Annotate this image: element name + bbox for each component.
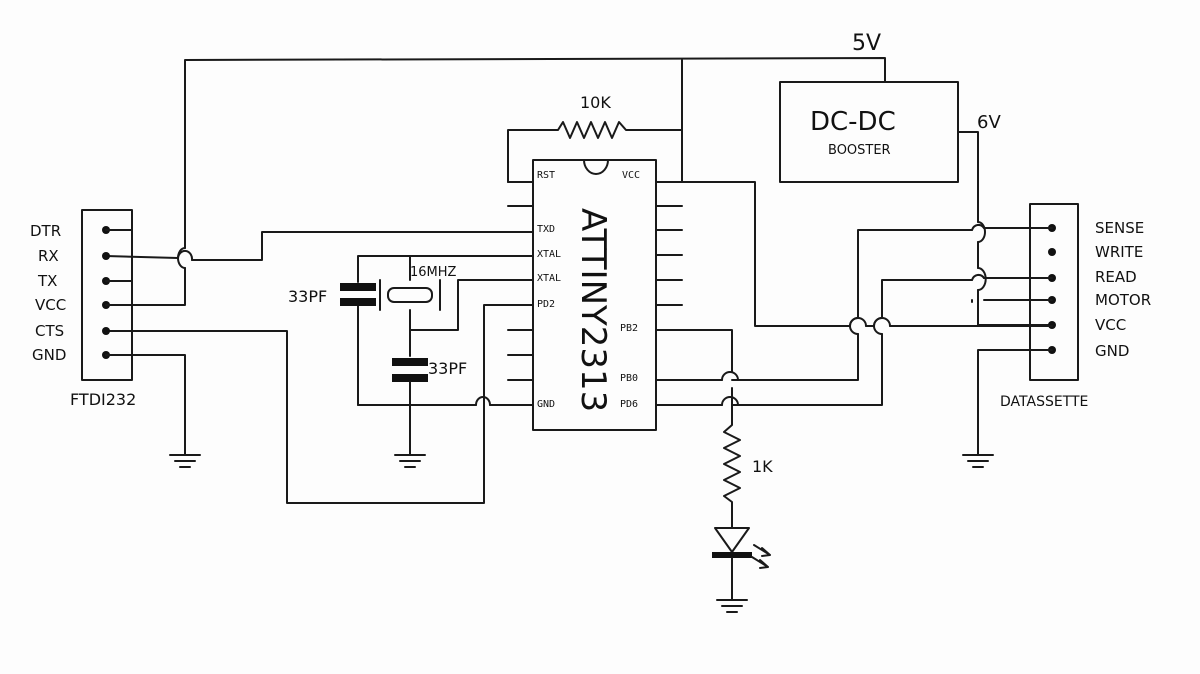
chip-pin-stubs — [507, 205, 683, 381]
wire-datassette-gnd — [977, 349, 1053, 456]
datassette-pin-dot — [1048, 248, 1056, 256]
pin-vcc: VCC — [622, 170, 640, 181]
pin-xtal1: XTAL — [537, 249, 561, 260]
datassette-pin-label: MOTOR — [1095, 291, 1151, 309]
ground-icon — [169, 454, 201, 468]
wire-xtal — [357, 255, 534, 406]
pin-gnd: GND — [537, 399, 555, 410]
datassette-pin-label: VCC — [1095, 316, 1126, 334]
datassette-pin-label: SENSE — [1095, 219, 1144, 237]
wire-write — [681, 181, 1053, 327]
crystal-16mhz — [387, 287, 433, 303]
booster-title: DC-DC — [810, 107, 896, 137]
label-cap2: 33PF — [428, 359, 467, 378]
led-body — [714, 527, 750, 553]
label-5v: 5V — [852, 31, 881, 56]
ftdi-pin-dot — [102, 327, 110, 335]
cap2-plate-top — [392, 358, 428, 366]
wire-hop — [977, 221, 987, 291]
booster-subtitle: BOOSTER — [828, 143, 891, 158]
ground-icon — [394, 454, 426, 468]
led-bar — [712, 552, 752, 558]
datassette-pin-label: READ — [1095, 268, 1137, 286]
pin-pb2: PB2 — [620, 323, 638, 334]
wire-pb2 — [655, 329, 733, 373]
label-r-10k: 10K — [580, 93, 611, 112]
cap2-plate-bottom — [392, 374, 428, 382]
wire-hop — [177, 249, 194, 261]
pin-txd: TXD — [537, 224, 555, 235]
chip-notch — [583, 159, 609, 175]
wire-rx-txd — [105, 231, 534, 261]
label-r-1k: 1K — [752, 457, 773, 476]
ftdi-pin-label: VCC — [35, 296, 66, 314]
ftdi-header — [81, 209, 133, 381]
ground-icon — [962, 454, 994, 468]
pin-pd6: PD6 — [620, 399, 638, 410]
attiny2313-chip — [532, 159, 657, 431]
wire-ftdi-gnd — [105, 354, 186, 456]
pin-pd2: PD2 — [537, 299, 555, 310]
ground-icon — [716, 599, 748, 613]
datassette-label: DATASSETTE — [1000, 394, 1088, 410]
cap1-plate-top — [340, 283, 376, 291]
datassette-pin-label: WRITE — [1095, 243, 1143, 261]
ftdi-pin-dot — [102, 252, 110, 260]
resistor-10k — [507, 121, 683, 183]
wire-hop — [721, 371, 739, 406]
pin-pb0: PB0 — [620, 373, 638, 384]
datassette-header — [1029, 203, 1079, 381]
wire-hop — [849, 317, 891, 327]
ftdi-pin-label: TX — [37, 272, 57, 290]
wire-cts-pd2 — [105, 304, 534, 504]
wire-motor — [971, 299, 1053, 303]
pin-rst: RST — [537, 170, 555, 181]
pin-xtal2: XTAL — [537, 273, 561, 284]
ftdi-pin-label: CTS — [35, 322, 64, 340]
ftdi-pin-label: RX — [38, 247, 59, 265]
label-6v: 6V — [977, 112, 1001, 133]
chip-name: ATTINY2313 — [573, 208, 613, 412]
label-cap1: 33PF — [288, 287, 327, 306]
ftdi-pin-label: DTR — [30, 222, 61, 240]
led-arrows — [751, 544, 771, 569]
label-crystal: 16MHZ — [410, 265, 457, 280]
ftdi-pin-label: GND — [32, 346, 66, 364]
cap1-plate-bottom — [340, 298, 376, 306]
resistor-1k — [723, 387, 741, 529]
wire-read — [731, 277, 1053, 406]
ftdi-label: FTDI232 — [70, 390, 136, 409]
wire-sense — [731, 227, 1053, 381]
crystal-leads — [379, 279, 441, 311]
datassette-pin-label: GND — [1095, 342, 1129, 360]
ftdi-pin-stubs — [105, 229, 133, 356]
